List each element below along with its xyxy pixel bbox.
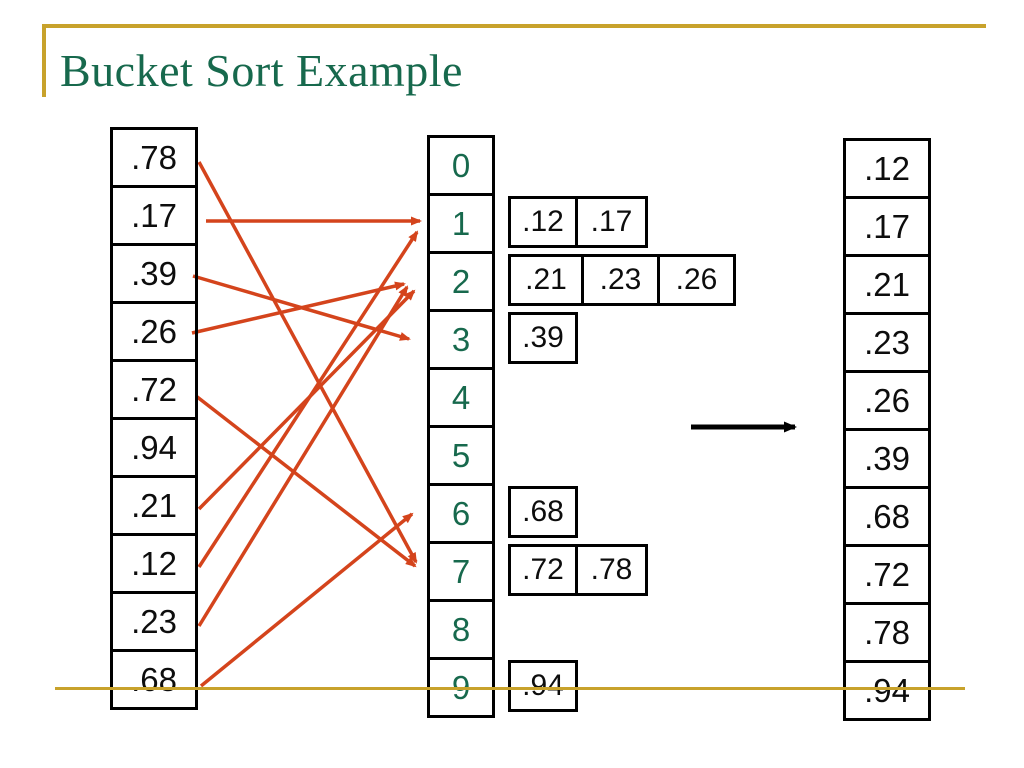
mapping-arrow-23-to-bucket-2 (197, 285, 409, 627)
bucket-index-cell: 6 (427, 483, 495, 544)
bucket-column: 0123456789 (427, 135, 495, 718)
input-column: .78.17.39.26.72.94.21.12.23.68 (110, 127, 198, 710)
output-cell: .78 (843, 602, 931, 663)
gold-top-line (42, 24, 986, 28)
bucket-value-cell: .78 (578, 544, 648, 596)
output-cell: .17 (843, 196, 931, 257)
input-cell: .72 (110, 359, 198, 420)
mapping-arrow-72-to-bucket-7 (194, 394, 417, 568)
mapping-arrow-78-to-bucket-7 (197, 161, 418, 564)
mapping-arrow-12-to-bucket-1 (197, 230, 419, 568)
bucket-2-values-box: .21.23.26 (508, 254, 736, 306)
input-cell: .94 (110, 417, 198, 478)
bucket-1-values-box: .12.17 (508, 196, 648, 248)
bucket-index-cell: 4 (427, 367, 495, 428)
bucket-index-cell: 1 (427, 193, 495, 254)
bucket-value-cell: .17 (578, 196, 648, 248)
input-cell: .23 (110, 591, 198, 652)
output-cell: .68 (843, 486, 931, 547)
mapping-arrow-68-to-bucket-6 (199, 512, 414, 688)
bucket-index-cell: 2 (427, 251, 495, 312)
output-cell: .72 (843, 544, 931, 605)
input-cell: .39 (110, 243, 198, 304)
bucket-value-cell: .12 (508, 196, 578, 248)
bucket-value-cell: .72 (508, 544, 578, 596)
input-cell: .17 (110, 185, 198, 246)
bucket-mapping-arrows (191, 161, 422, 688)
bucket-index-cell: 0 (427, 135, 495, 196)
output-cell: .39 (843, 428, 931, 489)
input-cell: .26 (110, 301, 198, 362)
bucket-value-cell: .26 (660, 254, 736, 306)
output-cell: .26 (843, 370, 931, 431)
mapping-arrow-26-to-bucket-2 (191, 281, 406, 335)
input-cell: .21 (110, 475, 198, 536)
bucket-9-values-box: .94 (508, 660, 578, 712)
output-cell: .23 (843, 312, 931, 373)
output-column: .12.17.21.23.26.39.68.72.78.94 (843, 138, 931, 721)
bucket-value-cell: .39 (508, 312, 578, 364)
output-cell: .21 (843, 254, 931, 315)
bucket-index-cell: 8 (427, 599, 495, 660)
bucket-index-cell: 7 (427, 541, 495, 602)
output-cell: .12 (843, 138, 931, 199)
bucket-value-cell: .94 (508, 660, 578, 712)
input-cell: .68 (110, 649, 198, 710)
bucket-6-values-box: .68 (508, 486, 578, 538)
bucket-index-cell: 3 (427, 309, 495, 370)
gold-bottom-line (55, 687, 965, 690)
bucket-index-cell: 5 (427, 425, 495, 486)
page-title: Bucket Sort Example (60, 45, 463, 96)
bucket-value-cell: .68 (508, 486, 578, 538)
input-cell: .12 (110, 533, 198, 594)
bucket-3-values-box: .39 (508, 312, 578, 364)
input-cell: .78 (110, 127, 198, 188)
bucket-7-values-box: .72.78 (508, 544, 648, 596)
output-cell: .94 (843, 660, 931, 721)
gold-left-line (42, 24, 46, 97)
bucket-value-cell: .21 (508, 254, 584, 306)
bucket-value-cell: .23 (584, 254, 660, 306)
